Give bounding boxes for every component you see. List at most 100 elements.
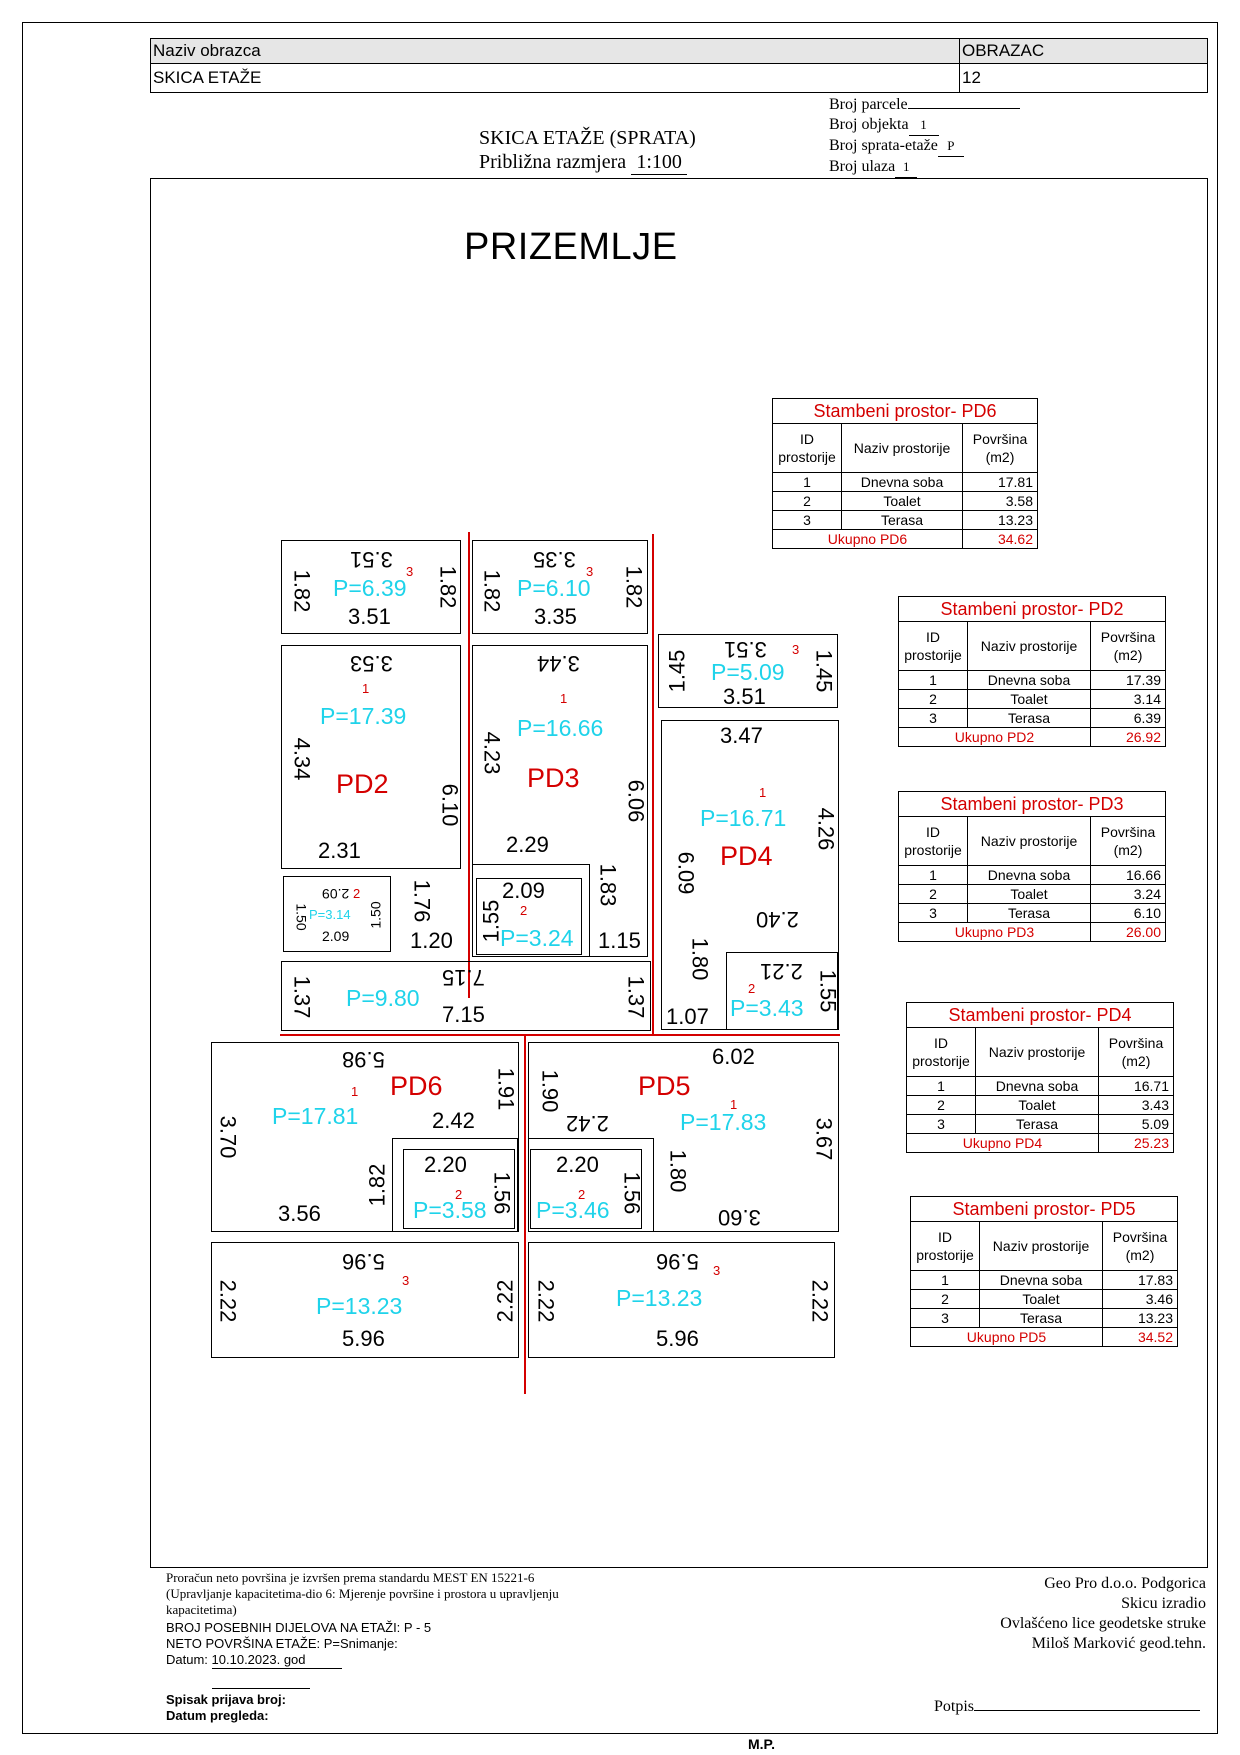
pd5-hall-inner — [528, 1138, 654, 1232]
signature-label: Potpis — [934, 1698, 975, 1715]
date-value: 10.10.2023. god — [211, 1652, 342, 1669]
room-id: 2 — [898, 689, 968, 709]
hall-top-dim: 7.15 — [442, 965, 485, 990]
hall-left-dim: 1.37 — [289, 975, 315, 1019]
pd2-terrace — [281, 540, 461, 634]
room-area: 6.10 — [1090, 903, 1166, 923]
pd2-terrace-id: 3 — [406, 564, 414, 579]
pd2-hall-bottom-dim: 1.20 — [410, 928, 453, 953]
room-id: 2 — [906, 1095, 976, 1115]
pd2-terrace-right-dim: 1.82 — [435, 565, 461, 609]
room-area: 3.24 — [1090, 884, 1166, 904]
pd6-hall-inner — [392, 1138, 518, 1232]
room-id: 3 — [910, 1308, 980, 1328]
pd6-label: PD6 — [390, 1071, 443, 1101]
pd5-living-id: 1 — [730, 1097, 738, 1112]
unit-table-header-name: Naziv prostorije — [975, 1027, 1099, 1077]
form-name: SKICA ETAŽE — [150, 63, 960, 93]
pd3-living-top-dim: 3.44 — [537, 651, 580, 676]
pd3-terrace — [472, 540, 648, 634]
pd5-living-room — [528, 1042, 839, 1232]
page-frame — [22, 22, 1218, 1734]
pd4-living-id: 1 — [759, 785, 767, 800]
pd6-living-left-dim: 3.70 — [215, 1115, 241, 1159]
room-area: 3.43 — [1098, 1095, 1174, 1115]
pd4-terrace-left-dim: 1.45 — [664, 649, 690, 693]
room-id: 1 — [910, 1270, 980, 1290]
partition-line-3 — [280, 1034, 840, 1036]
pd2-toilet-left-dim: 1.50 — [293, 903, 310, 931]
unit-table-header-area: Površina (m2) — [1090, 621, 1166, 671]
entrance-value: 1 — [895, 157, 918, 178]
pd2-living-right-dim: 6.10 — [437, 783, 463, 827]
room-area: 17.39 — [1090, 670, 1166, 690]
pd2-living-left-dim: 4.34 — [289, 737, 315, 781]
room-name: Toalet — [841, 491, 963, 511]
room-id: 2 — [910, 1289, 980, 1309]
pd5-label: PD5 — [638, 1071, 691, 1101]
pd4-terrace-right-dim: 1.45 — [811, 649, 837, 693]
unit-total-label: Ukupno PD5 — [910, 1327, 1103, 1347]
pd4-terrace-bottom-dim: 3.51 — [723, 684, 766, 709]
pd2-terrace-left-dim: 1.82 — [289, 569, 315, 613]
pd4-toilet-right-dim: 1.55 — [815, 969, 841, 1013]
unit-table-header-id: ID prostorije — [898, 621, 968, 671]
pd5-toilet-id: 2 — [578, 1187, 586, 1202]
unit-table-header-area: Površina (m2) — [1090, 816, 1166, 866]
scale-line: Približna razmjera 1:100 — [479, 150, 696, 175]
unit-table-header-id: ID prostorije — [772, 423, 842, 473]
room-name: Terasa — [979, 1308, 1103, 1328]
room-id: 3 — [898, 708, 968, 728]
room-name: Dnevna soba — [975, 1076, 1099, 1096]
pd5-toilet-top-dim: 2.20 — [556, 1152, 599, 1177]
unit-table-title: Stambeni prostor- PD3 — [898, 791, 1166, 817]
hall-right-dim: 1.37 — [623, 975, 649, 1019]
pd6-living-mid-dim: 2.42 — [432, 1108, 475, 1133]
drawing-area — [150, 178, 1208, 1568]
room-id: 2 — [898, 884, 968, 904]
room-id: 2 — [772, 491, 842, 511]
pd4-living-top-dim: 3.47 — [720, 723, 763, 748]
room-id: 1 — [898, 865, 968, 885]
room-id: 1 — [898, 670, 968, 690]
floor-label: Broj sprata-etaže — [829, 137, 938, 154]
pd5-terrace — [528, 1242, 835, 1358]
pd5-living-bottom-dim: 3.60 — [718, 1205, 761, 1230]
partition-line-2 — [652, 534, 654, 1036]
pd5-terrace-left-dim: 2.22 — [533, 1279, 559, 1323]
pd3-toilet-top-dim: 2.09 — [502, 878, 545, 903]
pd5-living-inner-dim: 1.80 — [665, 1149, 691, 1193]
pd2-toilet-bottom-dim: 2.09 — [322, 928, 350, 944]
unit-total-value: 26.92 — [1090, 727, 1166, 747]
unit-total-value: 34.62 — [962, 529, 1038, 549]
unit-total-value: 25.23 — [1098, 1133, 1174, 1153]
pd6-toilet-area: P=3.58 — [413, 1197, 487, 1223]
room-area: 5.09 — [1098, 1114, 1174, 1134]
room-id: 3 — [898, 903, 968, 923]
parcel-value — [907, 94, 1020, 109]
pd4-living-left-dim: 6.09 — [673, 851, 699, 895]
room-area: 13.23 — [1102, 1308, 1178, 1328]
pd4-terrace-area: P=5.09 — [711, 659, 785, 685]
parcel-label: Broj parcele — [829, 96, 908, 113]
pd6-living-inner-dim: 1.82 — [364, 1163, 390, 1207]
pd4-terrace-id: 3 — [792, 642, 800, 657]
pd2-terrace-area: P=6.39 — [333, 575, 407, 601]
standard-line-2: (Upravljanje kapacitetima-dio 6: Mjerenj… — [166, 1586, 559, 1601]
pd2-toilet — [283, 876, 391, 952]
pd5-terrace-id: 3 — [713, 1263, 721, 1278]
room-name: Terasa — [967, 903, 1091, 923]
date-label: Datum: — [166, 1652, 208, 1667]
pd3-hall-inner — [472, 864, 590, 957]
pd2-label: PD2 — [336, 769, 389, 799]
room-id: 3 — [772, 510, 842, 530]
pd4-label: PD4 — [720, 841, 773, 871]
